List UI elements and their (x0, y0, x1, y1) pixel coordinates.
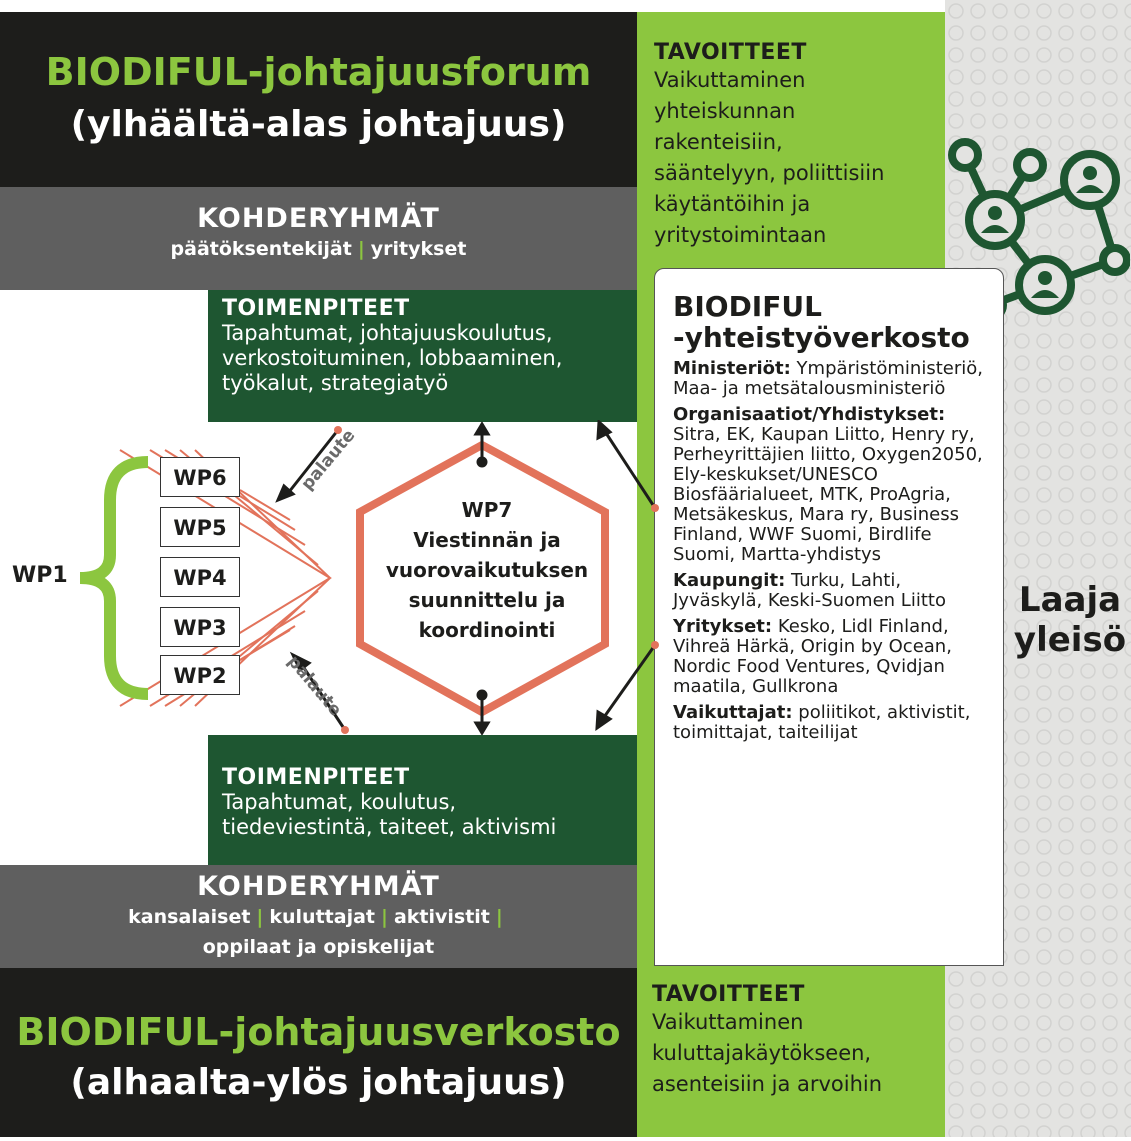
network-section: Ministeriöt: Ympäristöministeriö, Maa- j… (673, 359, 985, 399)
goal-line: sääntelyyn, poliittisiin (654, 161, 885, 185)
bottom-target-items: kansalaiset|kuluttajat|aktivistit| (0, 902, 637, 932)
top-goals: TAVOITTEET Vaikuttaminen yhteiskunnan ra… (654, 40, 944, 251)
audience-line: Laaja (1018, 580, 1122, 620)
network-title: -yhteistyöverkosto (673, 321, 970, 354)
bottom-actions: TOIMENPITEET Tapahtumat, koulutus, tiede… (208, 735, 637, 865)
separator: | (256, 906, 264, 928)
wp7-line: vuorovaikutuksen (385, 558, 589, 582)
section-text: poliitikot, aktivistit, toimittajat, tai… (673, 702, 971, 743)
top-target-groups: KOHDERYHMÄT päätöksentekijät|yritykset (0, 187, 637, 290)
network-section: Yritykset: Kesko, Lidl Finland, Vihreä H… (673, 617, 985, 697)
section-text: Turku, Lahti, Jyväskylä, Keski-Suomen Li… (673, 570, 946, 611)
top-forum-panel (0, 12, 637, 187)
section-text: Ympäristöministeriö, Maa- ja metsätalous… (673, 358, 983, 399)
network-section: Organisaatiot/Yhdistykset: Sitra, EK, Ka… (673, 405, 985, 565)
wp7-line: Viestinnän ja (413, 528, 561, 552)
separator: | (495, 906, 503, 928)
wp7-code: WP7 (461, 498, 513, 522)
target-item: yritykset (370, 238, 467, 260)
target-item: aktivistit (393, 906, 490, 928)
wp-box: WP3 (160, 607, 240, 647)
network-people-icon (948, 138, 1130, 322)
wp7-label: WP7 Viestinnän ja vuorovaikutuksen suunn… (382, 495, 592, 645)
target-item: päätöksentekijät (170, 238, 352, 260)
section-text: Kesko, Lidl Finland, Vihreä Härkä, Origi… (673, 616, 952, 697)
goal-line: yritystoimintaan (654, 223, 827, 247)
wp7-line: suunnittelu ja (408, 588, 566, 612)
section-label: Ministeriöt: (673, 358, 791, 379)
top-target-heading: KOHDERYHMÄT (197, 203, 440, 234)
bottom-target-groups: KOHDERYHMÄT kansalaiset|kuluttajat|aktiv… (0, 865, 637, 968)
action-line: verkostoituminen, lobbaaminen, (222, 346, 563, 370)
separator: | (380, 906, 388, 928)
wp-box: WP6 (160, 457, 240, 497)
goal-line: käytäntöihin ja (654, 192, 811, 216)
action-line: Tapahtumat, johtajuuskoulutus, (222, 321, 553, 345)
bottom-actions-heading: TOIMENPITEET (222, 765, 410, 790)
bottom-forum-panel (0, 968, 637, 1137)
goal-line: Vaikuttaminen (652, 1010, 804, 1034)
wp1-brace (79, 456, 149, 700)
goal-line: yhteiskunnan (654, 99, 796, 123)
wp7-line: koordinointi (418, 618, 556, 642)
goal-line: rakenteisiin, (654, 130, 783, 154)
top-goals-heading: TAVOITTEET (654, 40, 807, 65)
bottom-goals-heading: TAVOITTEET (652, 982, 805, 1007)
target-item: kansalaiset (128, 906, 251, 928)
top-target-items: päätöksentekijät|yritykset (0, 234, 637, 264)
target-item: kuluttajat (269, 906, 375, 928)
wp-box: WP4 (160, 557, 240, 597)
wp-box: WP2 (160, 655, 240, 695)
separator: | (357, 238, 365, 260)
bottom-goals: TAVOITTEET Vaikuttaminen kuluttajakäytök… (652, 982, 942, 1100)
cooperation-network-box: BIODIFUL -yhteistyöverkosto Ministeriöt:… (654, 268, 1004, 966)
wp1-label: WP1 (12, 563, 68, 588)
action-line: tiedeviestintä, taiteet, aktivismi (222, 815, 557, 839)
top-actions-heading: TOIMENPITEET (222, 296, 410, 321)
audience-line: yleisö (1013, 620, 1127, 660)
top-forum-title: BIODIFUL-johtajuusforum (45, 50, 592, 94)
network-section: Vaikuttajat: poliitikot, aktivistit, toi… (673, 703, 985, 743)
section-label: Yritykset: (673, 616, 773, 637)
network-section: Kaupungit: Turku, Lahti, Jyväskylä, Kesk… (673, 571, 985, 611)
section-label: Kaupungit: (673, 570, 786, 591)
target-item: oppilaat ja opiskelijat (202, 936, 435, 958)
section-label: Vaikuttajat: (673, 702, 793, 723)
bottom-forum-title: BIODIFUL-johtajuusverkosto (16, 1010, 621, 1054)
goal-line: asenteisiin ja arvoihin (652, 1072, 883, 1096)
section-label: Organisaatiot/Yhdistykset: (673, 404, 946, 425)
section-text: Sitra, EK, Kaupan Liitto, Henry ry, Perh… (673, 424, 983, 565)
action-line: Tapahtumat, koulutus, (222, 790, 457, 814)
bottom-target-heading: KOHDERYHMÄT (197, 871, 440, 902)
bottom-forum-subtitle: (alhaalta-ylös johtajuus) (70, 1062, 567, 1103)
goal-line: Vaikuttaminen (654, 68, 806, 92)
network-title: BIODIFUL (673, 290, 822, 323)
top-forum-subtitle: (ylhäältä-alas johtajuus) (70, 104, 567, 145)
top-actions: TOIMENPITEET Tapahtumat, johtajuuskoulut… (208, 290, 637, 422)
wp-box: WP5 (160, 507, 240, 547)
wide-audience-label: Laaja yleisö (1005, 580, 1131, 660)
action-line: työkalut, strategiatyö (222, 371, 449, 395)
goal-line: kuluttajakäytökseen, (652, 1041, 872, 1065)
